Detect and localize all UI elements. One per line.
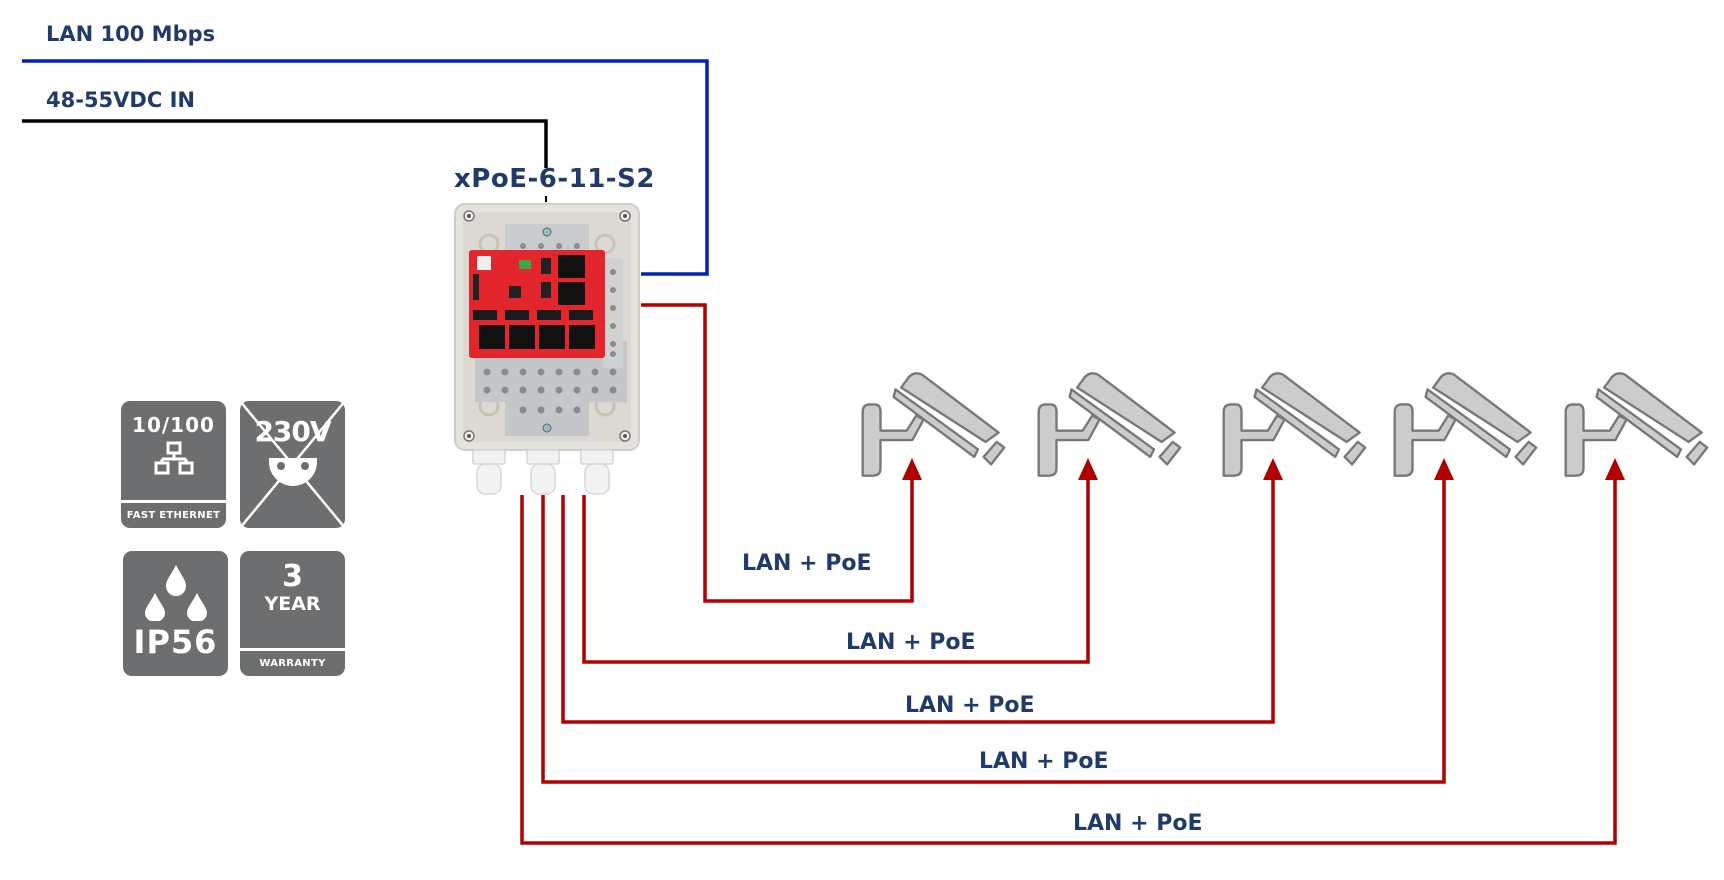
poe-line-2 [582, 470, 1090, 664]
power-input-line [22, 119, 548, 168]
ethernet-caption: FAST ETHERNET [121, 500, 226, 528]
ip-rating-text: IP56 [133, 623, 218, 661]
poe-label-1: LAN + PoE [742, 551, 872, 576]
camera-4 [1393, 372, 1538, 477]
power-input-label: 48-55VDC IN [46, 88, 195, 112]
cross-out-icon [240, 401, 345, 528]
poe-arrows [902, 458, 1625, 480]
camera-5 [1564, 372, 1709, 477]
poe-lines [520, 303, 1617, 845]
poe-line-4 [541, 470, 1446, 784]
warranty-caption: WARRANTY [240, 648, 345, 676]
fast-ethernet-badge: 10/100 FAST ETHERNET [121, 401, 226, 528]
poe-line-5 [520, 470, 1617, 845]
camera-1 [861, 372, 1006, 477]
network-topology-icon [154, 441, 193, 475]
poe-label-2: LAN + PoE [846, 630, 976, 655]
arrow-head-2 [1078, 458, 1098, 480]
ip-rating-badge: IP56 [123, 551, 228, 676]
no-230v-badge: 230V [240, 401, 345, 528]
camera-2 [1037, 372, 1182, 477]
poe-line-3 [561, 470, 1275, 724]
water-drops-icon [144, 565, 207, 622]
poe-label-5: LAN + PoE [1073, 811, 1203, 836]
ethernet-speed: 10/100 [132, 413, 215, 437]
poe-label-4: LAN + PoE [979, 749, 1109, 774]
camera-3 [1222, 372, 1367, 477]
poe-switch-enclosure [454, 203, 640, 495]
arrow-head-3 [1263, 458, 1283, 480]
arrow-head-4 [1434, 458, 1454, 480]
warranty-unit: YEAR [264, 593, 321, 615]
device-model-label: xPoE-6-11-S2 [454, 164, 655, 194]
lan-input-line [22, 59, 709, 276]
warranty-badge: 3 YEAR WARRANTY [240, 551, 345, 676]
lan-input-label: LAN 100 Mbps [46, 22, 216, 46]
warranty-number: 3 [282, 559, 303, 594]
poe-label-3: LAN + PoE [905, 693, 1035, 718]
arrow-head-1 [902, 458, 922, 480]
arrow-head-5 [1605, 458, 1625, 480]
poe-line-1 [641, 303, 914, 603]
